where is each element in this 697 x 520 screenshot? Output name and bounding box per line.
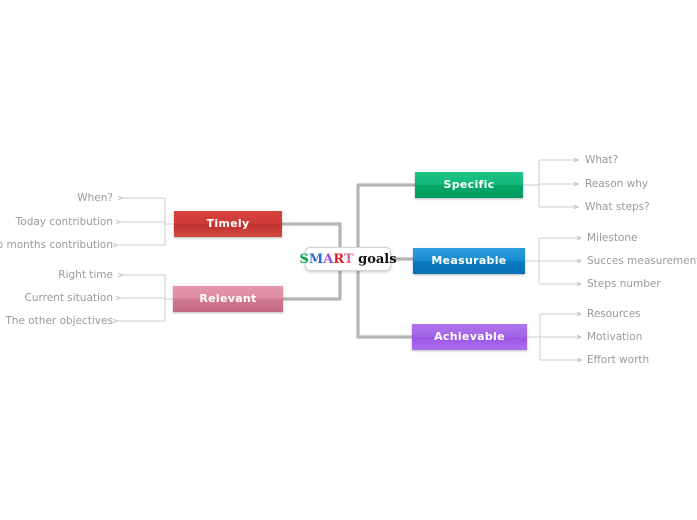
branch-node-timely[interactable]: Timely bbox=[174, 211, 282, 237]
leaf-connector-relevant bbox=[117, 275, 173, 321]
leaf-measurable-2[interactable]: Succes measurement bbox=[587, 255, 697, 267]
leaf-specific-2[interactable]: Reason why bbox=[585, 178, 649, 190]
acronym-letter-r: R bbox=[333, 251, 344, 267]
leaf-achievable-2[interactable]: Motivation bbox=[587, 331, 643, 343]
branch-node-specific[interactable]: Specific bbox=[415, 172, 523, 198]
leaf-relevant-3[interactable]: The other objectives bbox=[5, 315, 113, 327]
leaf-achievable-3[interactable]: Effort worth bbox=[587, 354, 650, 366]
leaf-connector-achievable bbox=[527, 314, 581, 360]
leaf-relevant-1[interactable]: Right time bbox=[58, 269, 113, 281]
leaf-relevant-2[interactable]: Current situation bbox=[24, 292, 113, 304]
leaf-timely-1[interactable]: When? bbox=[77, 192, 113, 204]
smart-goals-hub[interactable]: SMART goals bbox=[299, 247, 397, 271]
acronym-letter-t: T bbox=[343, 251, 354, 267]
leaf-connector-specific bbox=[523, 160, 578, 207]
leaf-connector-timely bbox=[117, 198, 174, 245]
leaf-specific-1[interactable]: What? bbox=[585, 154, 619, 166]
acronym-letter-a: A bbox=[323, 251, 334, 267]
smart-goals-hub-label: SMART goals bbox=[299, 253, 396, 266]
branch-node-achievable[interactable]: Achievable bbox=[412, 324, 527, 350]
acronym-letter-m: M bbox=[308, 251, 324, 267]
leaf-measurable-3[interactable]: Steps number bbox=[587, 278, 661, 290]
leaf-measurable-1[interactable]: Milestone bbox=[587, 232, 638, 244]
hub-suffix-label: goals bbox=[353, 251, 397, 267]
branch-node-relevant[interactable]: Relevant bbox=[173, 286, 283, 312]
leaf-timely-3[interactable]: Two months contribution bbox=[0, 239, 113, 251]
leaf-connector-measurable bbox=[525, 238, 581, 284]
leaf-achievable-1[interactable]: Resources bbox=[587, 308, 641, 320]
branch-node-measurable[interactable]: Measurable bbox=[413, 248, 525, 274]
acronym-letter-s: S bbox=[299, 251, 309, 267]
leaf-specific-3[interactable]: What steps? bbox=[585, 201, 650, 213]
leaf-timely-2[interactable]: Today contribution bbox=[15, 216, 113, 228]
